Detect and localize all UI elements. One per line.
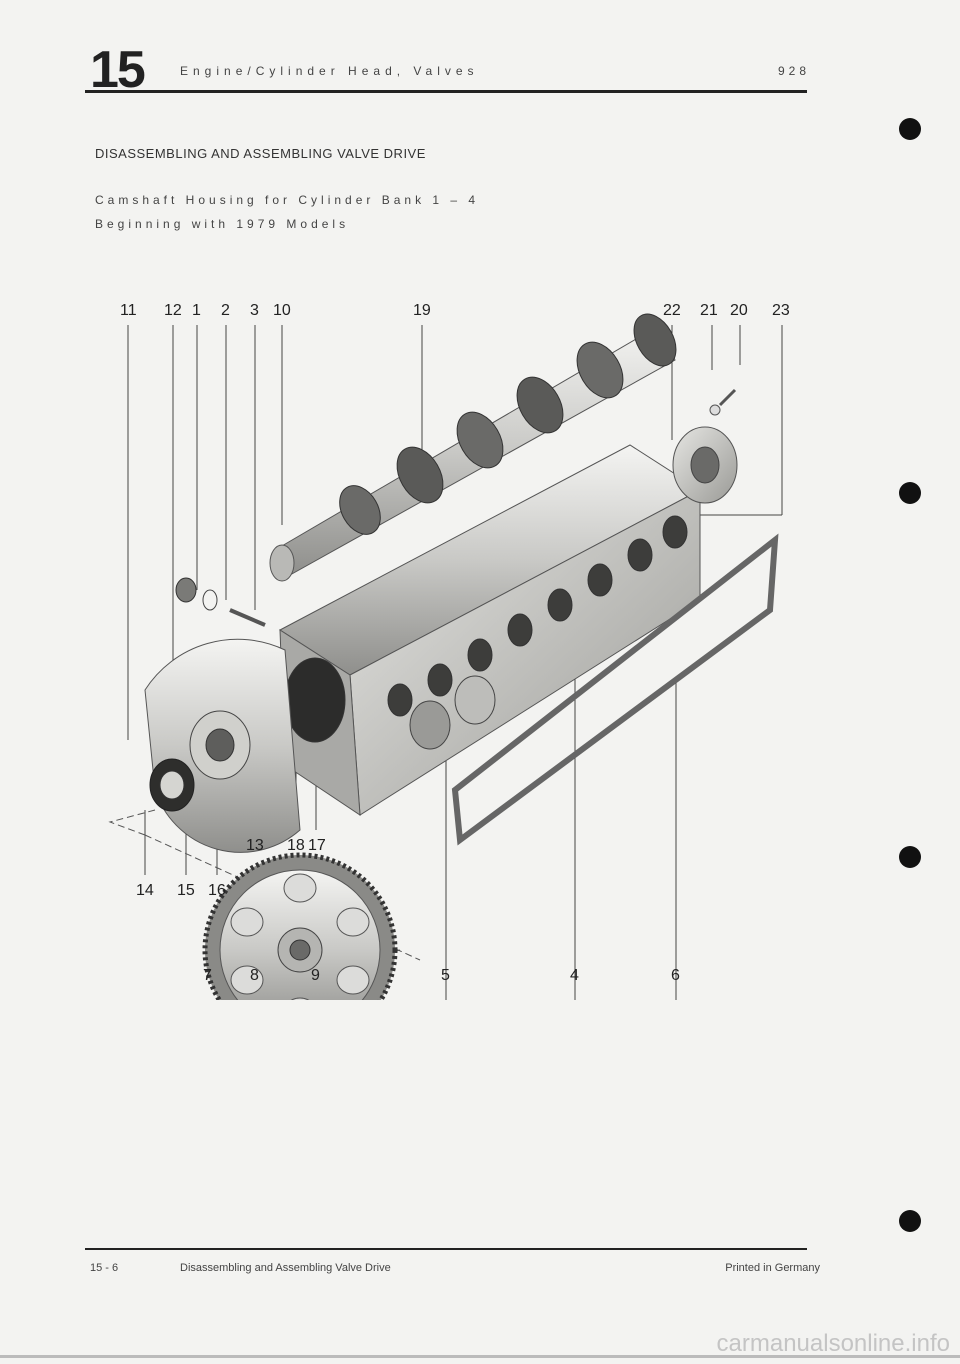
page-title: DISASSEMBLING AND ASSEMBLING VALVE DRIVE — [95, 146, 426, 161]
callout-10: 10 — [273, 302, 291, 319]
callout-1: 1 — [192, 302, 201, 319]
binder-hole-1 — [899, 118, 921, 140]
subtitle-line-2: Beginning with 1979 Models — [95, 217, 350, 231]
header-model: 928 — [777, 64, 810, 78]
callout-4: 4 — [570, 967, 579, 984]
callout-13: 13 — [246, 837, 264, 854]
screw — [229, 608, 266, 627]
header-title: Engine/Cylinder Head, Valves — [180, 64, 479, 78]
callout-23: 23 — [772, 302, 790, 319]
callout-18: 18 — [287, 837, 305, 854]
header-rule — [85, 90, 807, 93]
callout-11: 11 — [120, 302, 137, 319]
callout-20: 20 — [730, 302, 748, 319]
footer-title: Disassembling and Assembling Valve Drive — [180, 1262, 391, 1274]
tappet-sleeves — [409, 675, 496, 750]
callout-6: 6 — [671, 967, 680, 984]
housing-gasket — [451, 533, 779, 846]
leader-lines — [127, 325, 783, 1000]
binder-hole-3 — [899, 846, 921, 868]
footer-rule — [85, 1248, 807, 1250]
footer-printed: Printed in Germany — [725, 1262, 820, 1274]
callout-8: 8 — [250, 967, 259, 984]
bottom-edge — [0, 1355, 960, 1358]
callout-7: 7 — [203, 967, 212, 984]
exploded-view-diagram: 11 12 1 2 3 10 19 22 21 20 23 13 18 17 1… — [108, 302, 790, 1000]
callout-19: 19 — [413, 302, 431, 319]
rear-cover — [672, 388, 738, 504]
camshaft-sprocket — [202, 852, 398, 1000]
section-number: 15 — [90, 41, 146, 99]
callout-17: 17 — [308, 837, 326, 854]
callout-3: 3 — [250, 302, 259, 319]
camshaft — [269, 313, 677, 582]
callout-22: 22 — [663, 302, 681, 319]
callout-16: 16 — [208, 882, 226, 899]
callout-2: 2 — [221, 302, 230, 319]
callout-9: 9 — [311, 967, 320, 984]
callout-14: 14 — [136, 882, 154, 899]
watermark: carmanualsonline.info — [716, 1330, 950, 1357]
plug — [175, 577, 197, 603]
callout-21: 21 — [700, 302, 718, 319]
callout-5: 5 — [441, 967, 450, 984]
page-number: 15 - 6 — [90, 1262, 119, 1274]
subtitle-line-1: Camshaft Housing for Cylinder Bank 1 – 4 — [95, 193, 480, 207]
binder-hole-2 — [899, 482, 921, 504]
o-ring — [202, 589, 218, 611]
binder-hole-4 — [899, 1210, 921, 1232]
callout-12: 12 — [164, 302, 182, 319]
callout-15: 15 — [177, 882, 195, 899]
